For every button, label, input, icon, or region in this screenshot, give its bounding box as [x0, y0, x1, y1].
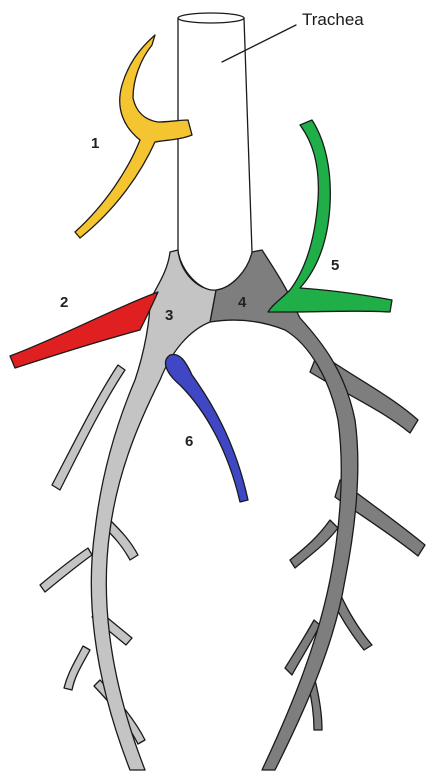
segment-3-label: 3	[165, 307, 173, 324]
segment-5-green-branch	[268, 120, 392, 312]
trachea-opening	[178, 13, 244, 23]
trachea-tube	[178, 18, 252, 290]
segment-6-blue-branch	[165, 354, 248, 502]
light-side-branch	[64, 646, 90, 690]
light-side-branch	[40, 548, 92, 592]
dark-main-trunk	[210, 250, 358, 770]
segment-2-red-branch	[10, 292, 158, 368]
segment-1-label: 1	[91, 135, 99, 152]
segment-6-label: 6	[185, 433, 193, 450]
segment-5-label: 5	[331, 257, 339, 274]
trachea	[178, 13, 252, 290]
segment-4-label: 4	[238, 294, 247, 311]
segment-4-dark-bronchus	[210, 250, 425, 770]
dark-side-branch	[290, 520, 338, 568]
segment-2-label: 2	[60, 294, 68, 311]
trachea-label: Trachea	[302, 10, 364, 29]
